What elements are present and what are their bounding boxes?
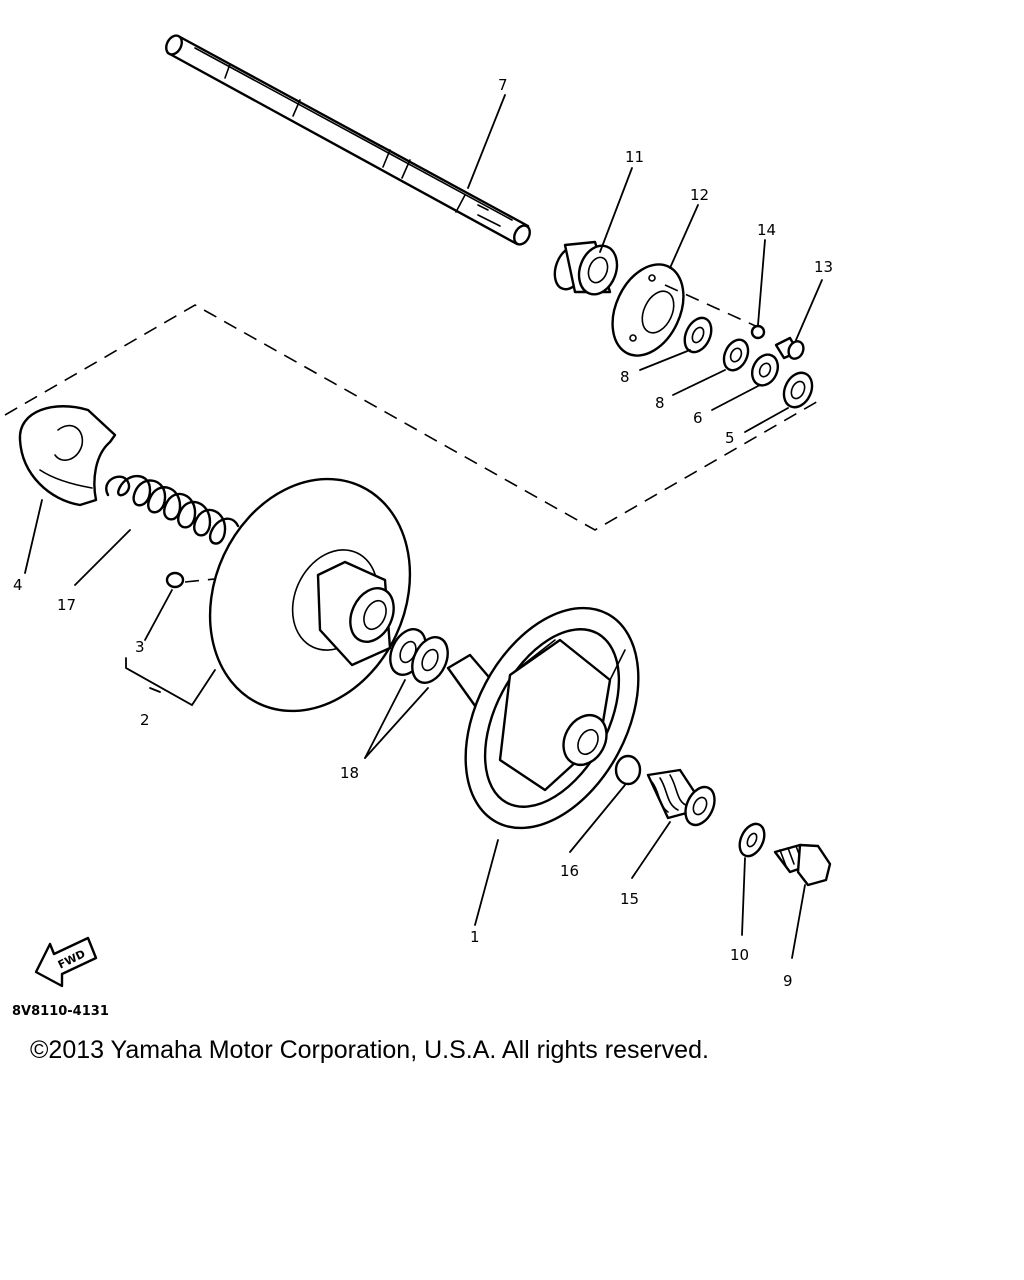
callout-6: 6: [693, 409, 703, 427]
copyright-notice: ©2013 Yamaha Motor Corporation, U.S.A. A…: [30, 1036, 709, 1064]
part-8-washer-a: [683, 316, 713, 354]
part-11-bearing: [553, 240, 619, 296]
part-1-secondary-sheave: [446, 606, 640, 830]
part-3-weight: [165, 571, 185, 589]
callout-1: 1: [470, 928, 480, 946]
part-12-cover-plate: [611, 263, 761, 357]
part-5-washer: [782, 371, 814, 409]
callout-9: 9: [783, 972, 793, 990]
callout-2: 2: [140, 711, 150, 729]
callout-8a: 8: [620, 368, 630, 386]
part-17-spring: [105, 474, 240, 545]
callout-12: 12: [690, 186, 709, 204]
callout-16: 16: [560, 862, 579, 880]
callout-18: 18: [340, 764, 359, 782]
part-13-bolt: [774, 336, 805, 360]
leader-lines: [24, 94, 823, 959]
part-7-shaft: [165, 34, 531, 246]
drawing-code: 8V8110-4131: [12, 1004, 109, 1019]
callout-11: 11: [625, 148, 644, 166]
part-6-lock-washer: [750, 353, 780, 387]
part-2-sheave: [208, 477, 412, 713]
part-18-washer-b: [411, 636, 449, 684]
part-16-collar: [614, 754, 642, 786]
callout-8b: 8: [655, 394, 665, 412]
part-4-spring-seat: [18, 405, 117, 507]
callout-10: 10: [730, 946, 749, 964]
callout-15: 15: [620, 890, 639, 908]
callout-13: 13: [814, 258, 833, 276]
callout-4: 4: [13, 576, 23, 594]
part-10-washer: [738, 822, 766, 858]
callout-17: 17: [57, 596, 76, 614]
assembly-boundary: [4, 304, 821, 531]
part-15-bushing: [646, 768, 716, 827]
callout-7: 7: [498, 76, 508, 94]
fwd-arrow-icon: FWD: [34, 936, 98, 988]
part-9-bolt: [773, 843, 832, 887]
callout-5: 5: [725, 429, 735, 447]
callout-3: 3: [135, 638, 145, 656]
part-8-washer-b: [722, 338, 750, 372]
part-14-nut: [750, 324, 766, 340]
callout-labels: 7 11 12 14 13 8 8 6 5 4 17 3 2 18 16 15 …: [13, 76, 833, 990]
callout-14: 14: [757, 221, 776, 239]
